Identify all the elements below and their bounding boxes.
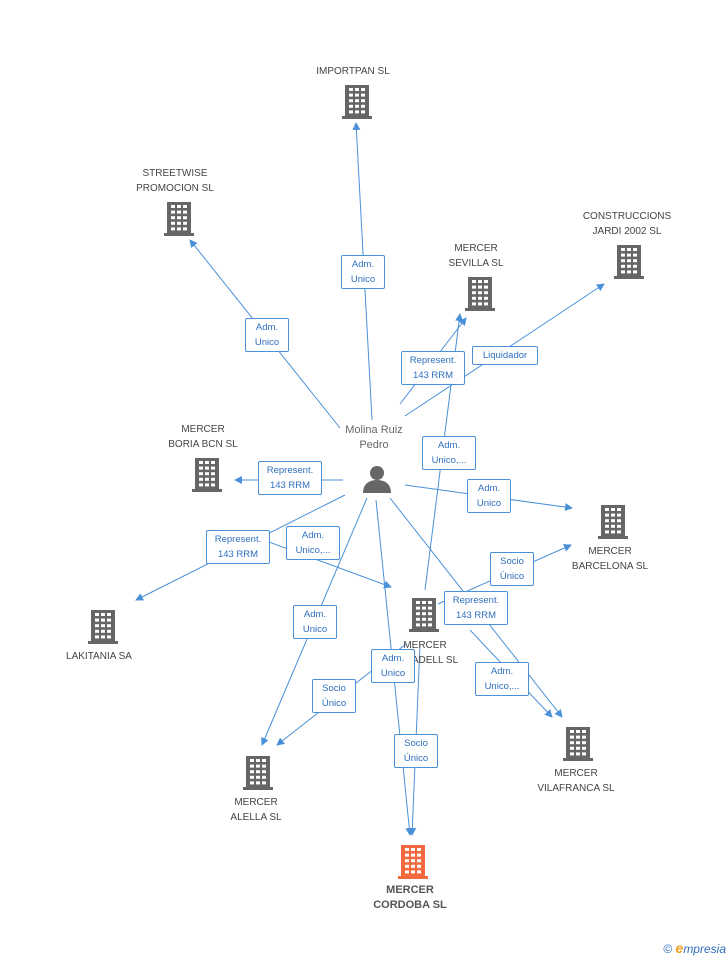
relation-sevilla-represent[interactable]: Represent. 143 RRM xyxy=(401,351,465,385)
relation-streetwise[interactable]: Adm. Unico xyxy=(245,318,289,352)
company-label-construccions[interactable]: CONSTRUCCIONS JARDI 2002 SL xyxy=(582,211,672,237)
relation-importpan[interactable]: Adm. Unico xyxy=(341,255,385,289)
company-label-barcelona[interactable]: MERCER BARCELONA SL xyxy=(571,546,649,572)
person-label[interactable]: Molina Ruiz Pedro xyxy=(345,424,403,451)
relation-boria[interactable]: Represent. 143 RRM xyxy=(258,461,322,495)
building-icon-construccions[interactable] xyxy=(614,245,644,284)
building-icon-importpan[interactable] xyxy=(342,85,372,124)
company-label-sabadell[interactable]: MERCER SABADELL SL xyxy=(391,640,459,666)
brand-name: mpresia xyxy=(683,942,726,956)
building-icon-boria[interactable] xyxy=(192,458,222,497)
building-icon-barcelona[interactable] xyxy=(598,505,628,544)
company-label-alella[interactable]: MERCER ALELLA SL xyxy=(230,797,282,823)
relation-vilafranca-represent[interactable]: Represent. 143 RRM xyxy=(444,591,508,625)
relation-sabadell-sevilla[interactable]: Adm. Unico,... xyxy=(422,436,476,470)
brand-logo-initial: e xyxy=(675,940,684,956)
company-label-lakitania[interactable]: LAKITANIA SA xyxy=(66,651,132,662)
relation-vilafranca-adm[interactable]: Adm. Unico,... xyxy=(475,662,529,696)
relation-lakitania-adm[interactable]: Adm. Unico,... xyxy=(286,526,340,560)
company-label-importpan[interactable]: IMPORTPAN SL xyxy=(316,66,390,77)
relation-construccions[interactable]: Liquidador xyxy=(472,346,538,365)
company-label-cordoba[interactable]: MERCER CORDOBA SL xyxy=(373,884,447,911)
company-label-vilafranca[interactable]: MERCER VILAFRANCA SL xyxy=(537,768,615,794)
building-icon-cordoba[interactable] xyxy=(398,845,428,884)
person-icon[interactable] xyxy=(362,465,392,498)
company-label-boria[interactable]: MERCER BORIA BCN SL xyxy=(168,424,238,450)
relation-cordoba-adm[interactable]: Adm. Unico xyxy=(371,649,415,683)
building-icon-alella[interactable] xyxy=(243,756,273,795)
relation-barcelona[interactable]: Adm. Unico xyxy=(467,479,511,513)
relation-sabadell-barcelona[interactable]: Socio Único xyxy=(490,552,534,586)
relation-lakitania-represent[interactable]: Represent. 143 RRM xyxy=(206,530,270,564)
footer-credit: © empresia xyxy=(663,940,726,956)
building-icon-streetwise[interactable] xyxy=(164,202,194,241)
relation-sabadell-alella[interactable]: Socio Único xyxy=(312,679,356,713)
relation-sabadell-cordoba[interactable]: Socio Único xyxy=(394,734,438,768)
building-icon-sabadell[interactable] xyxy=(409,598,439,637)
company-label-streetwise[interactable]: STREETWISE PROMOCION SL xyxy=(136,168,214,194)
copyright-symbol: © xyxy=(663,942,673,956)
relation-alella[interactable]: Adm. Unico xyxy=(293,605,337,639)
company-label-sevilla[interactable]: MERCER SEVILLA SL xyxy=(448,243,504,269)
building-icon-vilafranca[interactable] xyxy=(563,727,593,766)
building-icon-lakitania[interactable] xyxy=(88,610,118,649)
building-icon-sevilla[interactable] xyxy=(465,277,495,316)
edge-r-lakitania-adm xyxy=(249,534,392,589)
